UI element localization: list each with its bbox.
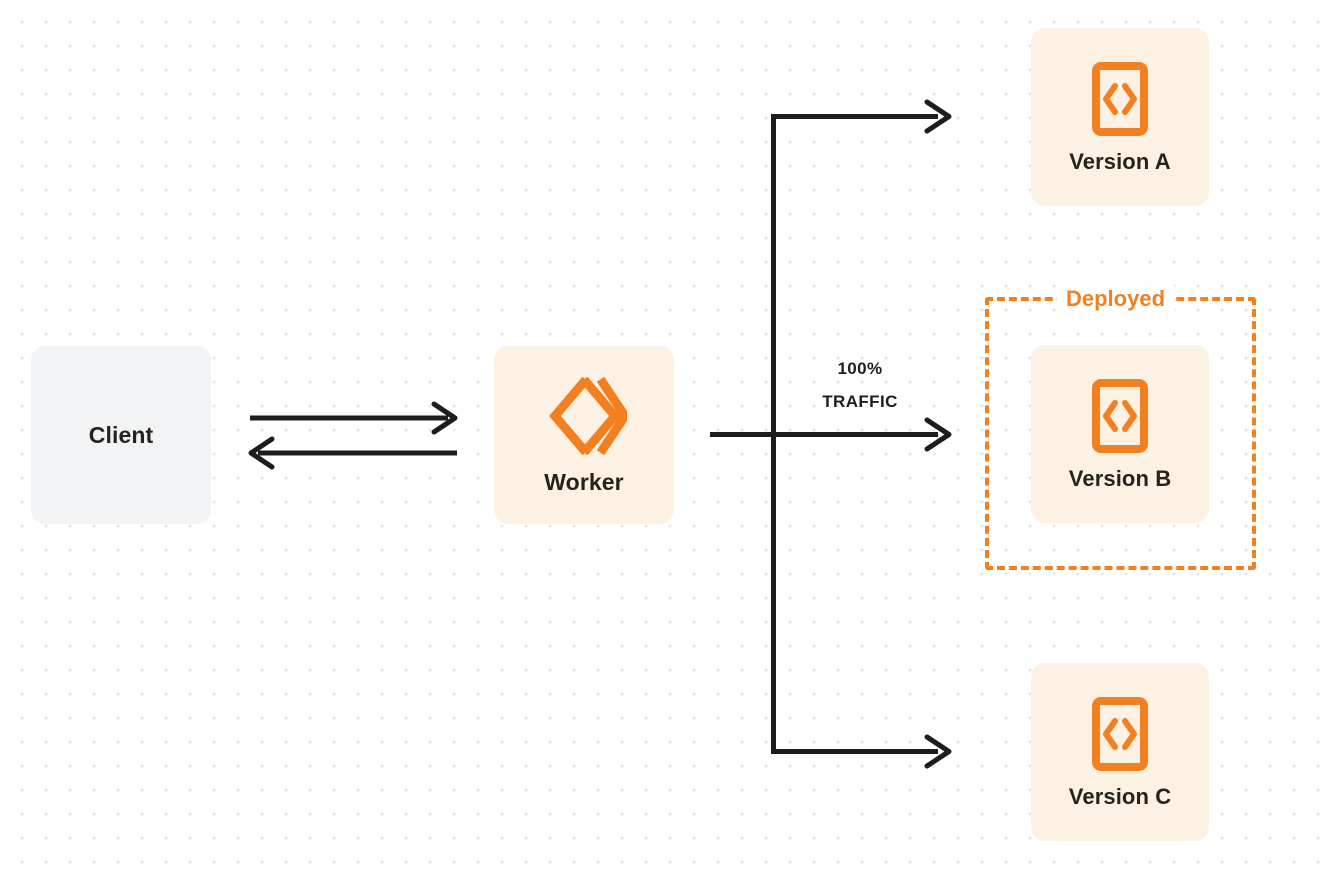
node-version-c-label: Version C [1068, 784, 1172, 809]
node-version-c[interactable]: Version C [1031, 663, 1209, 841]
connector-client-to-worker [250, 401, 458, 435]
node-worker-label: Worker [544, 468, 624, 495]
node-client[interactable]: Client [31, 346, 211, 524]
connector-worker-to-version-c [771, 734, 952, 769]
connector-worker-to-version-b [710, 417, 952, 452]
connector-worker-to-version-a [771, 99, 952, 134]
code-file-icon [1091, 696, 1149, 772]
traffic-percent: 100% [837, 359, 883, 378]
node-version-a-label: Version A [1069, 149, 1171, 174]
node-version-b[interactable]: Version B [1031, 345, 1209, 523]
node-worker[interactable]: Worker [494, 346, 674, 524]
node-version-b-label: Version B [1068, 466, 1172, 491]
deployed-group-boundary [985, 297, 1256, 570]
connector-worker-to-client [248, 436, 457, 470]
code-file-icon [1091, 378, 1149, 454]
node-version-a[interactable]: Version A [1031, 28, 1209, 206]
traffic-annotation: 100% TRAFFIC [787, 352, 933, 418]
code-file-icon [1091, 61, 1149, 137]
cloudflare-workers-logo-icon [541, 376, 631, 455]
traffic-caption: TRAFFIC [822, 392, 898, 411]
node-client-label: Client [88, 421, 154, 448]
deployed-group-label: Deployed [1057, 285, 1175, 313]
